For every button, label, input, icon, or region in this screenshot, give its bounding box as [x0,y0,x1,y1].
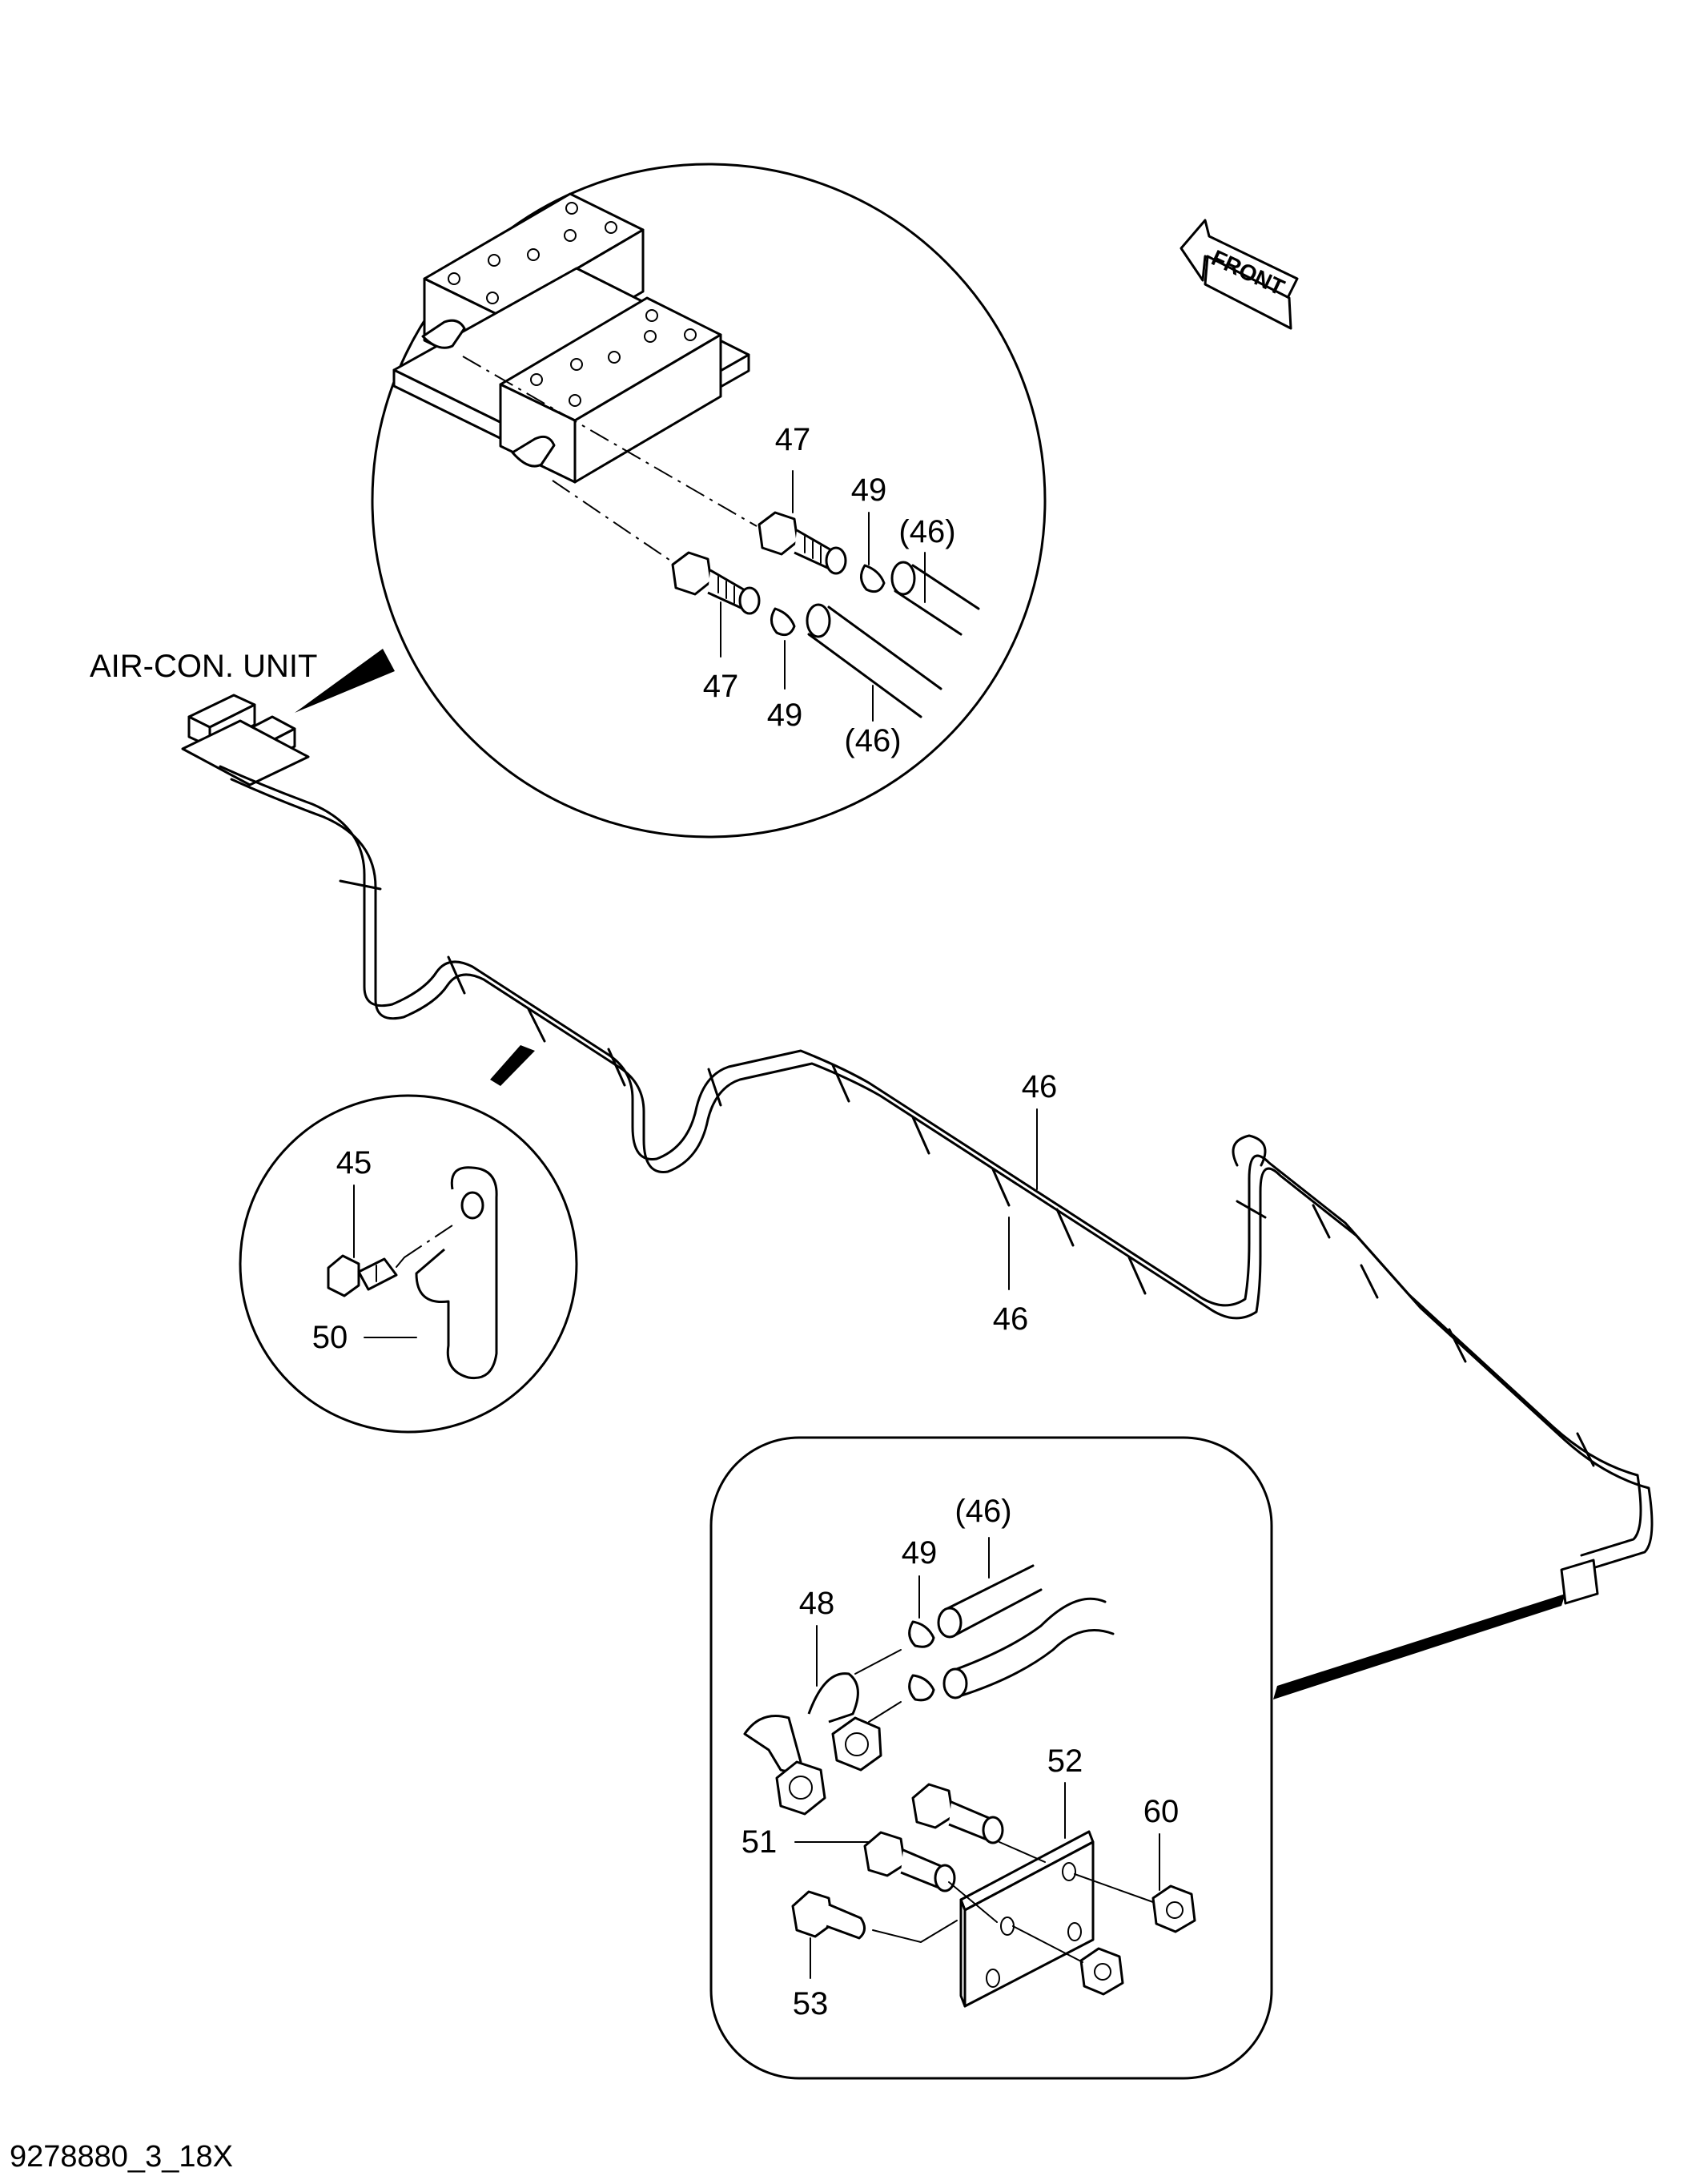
callout-49-upper: 49 [851,473,887,508]
callout-46-lower: (46) [844,723,901,758]
callout-46-route-lower: 46 [993,1301,1029,1337]
callout-51: 51 [741,1824,778,1860]
port-stub-upper [421,319,466,349]
detail-pointer-top [295,649,395,713]
union-fitting-51-upper [911,1783,1004,1844]
hose-46-upper-end [890,561,980,636]
nut-60-left [1079,1947,1124,1996]
callout-46-bottom: (46) [954,1494,1011,1529]
callout-49-bottom: 49 [902,1535,938,1571]
bolt-45 [327,1254,405,1297]
callout-52: 52 [1047,1744,1083,1779]
clamp-49-bottom-lower [908,1674,935,1702]
fitting-47-upper [758,511,847,575]
clamp-49-upper [860,564,886,593]
elbow-fitting-48 [743,1649,902,1816]
nut-60-right [1151,1884,1196,1933]
callout-48: 48 [799,1586,835,1621]
callout-53: 53 [793,1986,829,2021]
callout-47-lower: 47 [703,669,739,704]
callout-49-lower: 49 [767,698,803,733]
drawing-code: 9278880_3_18X [10,2140,233,2174]
fitting-47-lower [671,551,761,615]
callout-50: 50 [312,1320,348,1355]
callout-46-route-upper: 46 [1022,1069,1058,1104]
callout-46-upper: (46) [898,514,955,549]
detail-pointer-left [490,1045,535,1086]
bulkhead-connector [1560,1559,1599,1605]
callout-60: 60 [1143,1794,1180,1829]
air-con-unit-label: AIR-CON. UNIT [90,649,317,684]
hose-46-bottom [937,1564,1115,1699]
hose-46-lower-end [806,603,942,718]
bolt-53 [791,1890,866,1940]
detail-circle-left: 45 50 [239,1045,578,1434]
bulkhead-plate-52 [959,1830,1095,2008]
port-stub-lower [511,435,556,468]
detail-circle-top: 47 49 (46) 47 49 (46) [295,163,1047,839]
hose-route-46 [219,765,1654,1605]
clamp-49-lower [770,607,796,637]
detail-pointer-bottom [1273,1594,1565,1699]
detail-box-bottom: (46) 49 48 52 60 51 53 [709,1436,1565,2080]
clamp-49-bottom-upper [908,1620,935,1648]
hose-clamp-50 [415,1166,498,1380]
air-con-unit-small [181,694,310,786]
front-direction-arrow: FRONT [1180,219,1299,330]
union-fitting-51-lower [863,1831,956,1892]
callout-45: 45 [336,1145,372,1180]
air-con-block-lower [499,296,722,484]
callout-47-upper: 47 [775,422,811,457]
